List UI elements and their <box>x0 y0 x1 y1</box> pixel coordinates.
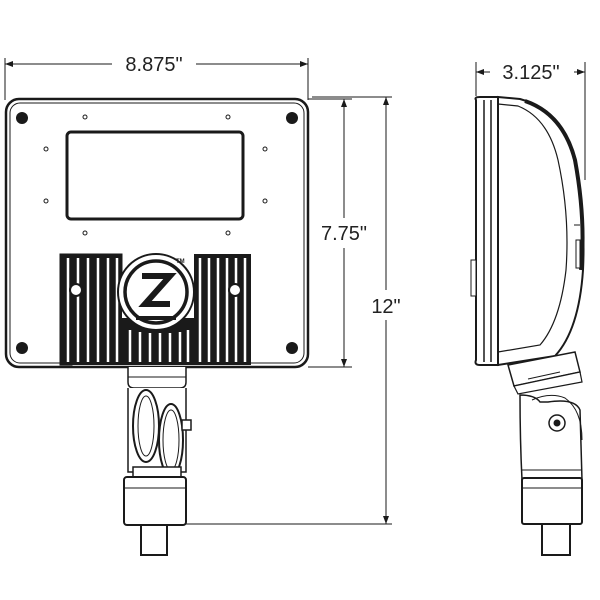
screw-dots <box>43 114 268 236</box>
inner-height-label: 7.75" <box>321 223 367 245</box>
depth-dimension-label: 3.125" <box>502 62 559 84</box>
width-dimension-label: 8.875" <box>125 54 182 76</box>
right-heat-sink <box>194 254 251 365</box>
left-heat-sink <box>59 253 123 366</box>
trademark-symbol: TM <box>176 259 185 265</box>
front-view: 8.875" <box>4 54 310 556</box>
driver-window <box>65 130 245 221</box>
side-mount-bracket <box>507 351 583 481</box>
front-mount-bracket <box>127 367 192 478</box>
depth-dimension: 3.125" <box>475 62 586 180</box>
front-knuckle-base <box>123 476 187 556</box>
corner-bolts <box>16 112 298 354</box>
overall-height-label: 12" <box>371 296 400 318</box>
width-dimension: 8.875" <box>4 54 309 100</box>
side-view: 3.125" <box>470 62 586 556</box>
inner-height-dimension: 7.75" <box>308 98 367 368</box>
overall-height-dimension: 12" <box>186 96 401 525</box>
brand-logo: TM <box>117 253 195 331</box>
side-knuckle-base <box>521 477 583 556</box>
side-lens-face <box>474 96 499 366</box>
side-housing-body <box>497 95 585 367</box>
